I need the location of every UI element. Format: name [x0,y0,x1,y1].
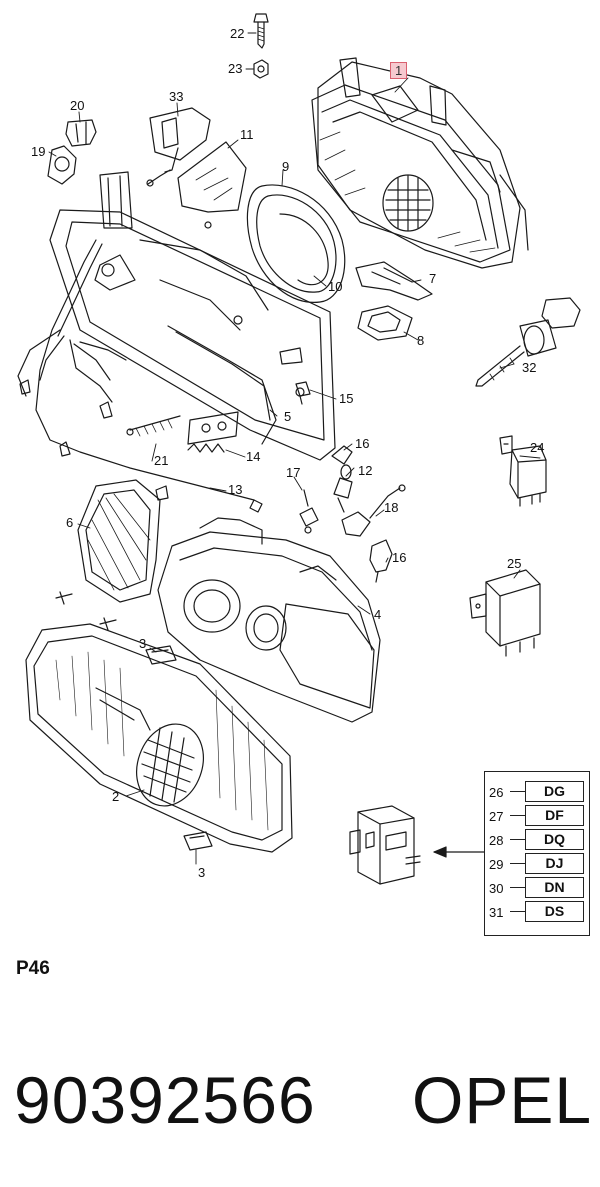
seal-part-9 [246,184,346,303]
code-row-code: DQ [525,829,584,850]
footer: 90392566 OPEL [0,1062,600,1152]
code-row-tick [510,911,525,913]
bracket-part-7 [355,261,433,301]
relay-part-24 [499,435,547,507]
code-row-code: DS [525,901,584,922]
screw-part-21 [126,415,181,437]
callout-22[interactable]: 22 [230,26,245,41]
callout-20[interactable]: 20 [70,98,85,113]
light-switch-module [349,805,421,885]
lens-part-2 [25,623,293,853]
gasket-part-8 [357,305,413,341]
clip-part-15 [295,381,311,405]
seal-part-10 [279,213,329,286]
code-row-number: 26 [489,785,504,800]
code-row[interactable]: 26 DG [485,780,589,802]
pointer-arrow [433,846,485,858]
code-row[interactable]: 30 DN [485,876,589,898]
callout-23[interactable]: 23 [228,61,243,76]
callout-19[interactable]: 19 [31,144,46,159]
reflector-part-6 [55,479,161,631]
screw-part-22 [253,13,269,49]
code-row-number: 31 [489,905,504,920]
adjuster-part-32 [475,297,581,387]
code-row-tick [510,815,525,817]
plate-label: P46 [16,958,50,979]
bulb-part-12 [333,464,353,513]
code-row-number: 28 [489,833,504,848]
adjuster-motor-part-33 [146,107,211,187]
headlamp-housing [49,171,336,461]
code-row[interactable]: 27 DF [485,804,589,826]
callout-21[interactable]: 21 [154,453,169,468]
callout-14[interactable]: 14 [246,449,261,464]
bulb-part-16 [331,445,393,583]
wiring-harness [17,239,263,513]
callout-3-upper[interactable]: 3 [139,636,147,651]
code-row-tick [510,839,525,841]
callout-9[interactable]: 9 [282,159,290,174]
code-row[interactable]: 31 DS [485,900,589,922]
relay-part-25 [469,569,541,657]
callout-16-lower[interactable]: 16 [392,550,407,565]
code-row-tick [510,887,525,889]
brand-name: OPEL [412,1063,593,1137]
code-table: 26 DG 27 DF 28 DQ 29 DJ 30 DN 31 DS [484,771,590,936]
callout-7[interactable]: 7 [429,271,437,286]
callout-17[interactable]: 17 [286,465,301,480]
code-row-code: DN [525,877,584,898]
code-row-tick [510,863,525,865]
code-row-number: 29 [489,857,504,872]
code-row-number: 30 [489,881,504,896]
callout-3-lower[interactable]: 3 [198,865,206,880]
code-row-code: DF [525,805,584,826]
code-row-tick [510,791,525,793]
bulb-part-20 [65,119,97,147]
spring-part-14 [187,411,239,453]
callout-1[interactable]: 1 [390,62,408,79]
nut-part-23 [253,59,269,79]
callout-5[interactable]: 5 [284,409,292,424]
part-number: 90392566 [14,1063,316,1137]
headlamp-assembly-part-1 [311,57,529,269]
code-row-code: DJ [525,853,584,874]
callout-10[interactable]: 10 [328,279,343,294]
callout-6[interactable]: 6 [66,515,74,530]
code-row[interactable]: 28 DQ [485,828,589,850]
callout-13[interactable]: 13 [228,482,243,497]
bulb-part-17 [299,489,319,534]
callout-16-upper[interactable]: 16 [355,436,370,451]
socket-part-19 [47,145,77,185]
code-row[interactable]: 29 DJ [485,852,589,874]
callout-12[interactable]: 12 [358,463,373,478]
callout-15[interactable]: 15 [339,391,354,406]
code-row-code: DG [525,781,584,802]
callout-25[interactable]: 25 [507,556,522,571]
callout-33[interactable]: 33 [169,89,184,104]
callout-24[interactable]: 24 [530,440,545,455]
connector-part-18 [341,484,406,537]
callout-18[interactable]: 18 [384,500,399,515]
callout-4[interactable]: 4 [374,607,382,622]
leader-lines [48,32,541,865]
clip-part-3-upper [145,645,177,665]
lamp-unit-part-4 [157,517,381,723]
code-row-number: 27 [489,809,504,824]
callout-11[interactable]: 11 [240,127,254,142]
callout-32[interactable]: 32 [522,360,537,375]
callout-2[interactable]: 2 [112,789,120,804]
callout-8[interactable]: 8 [417,333,425,348]
cover-part-11 [177,141,247,213]
clip-part-3-lower [183,831,213,851]
